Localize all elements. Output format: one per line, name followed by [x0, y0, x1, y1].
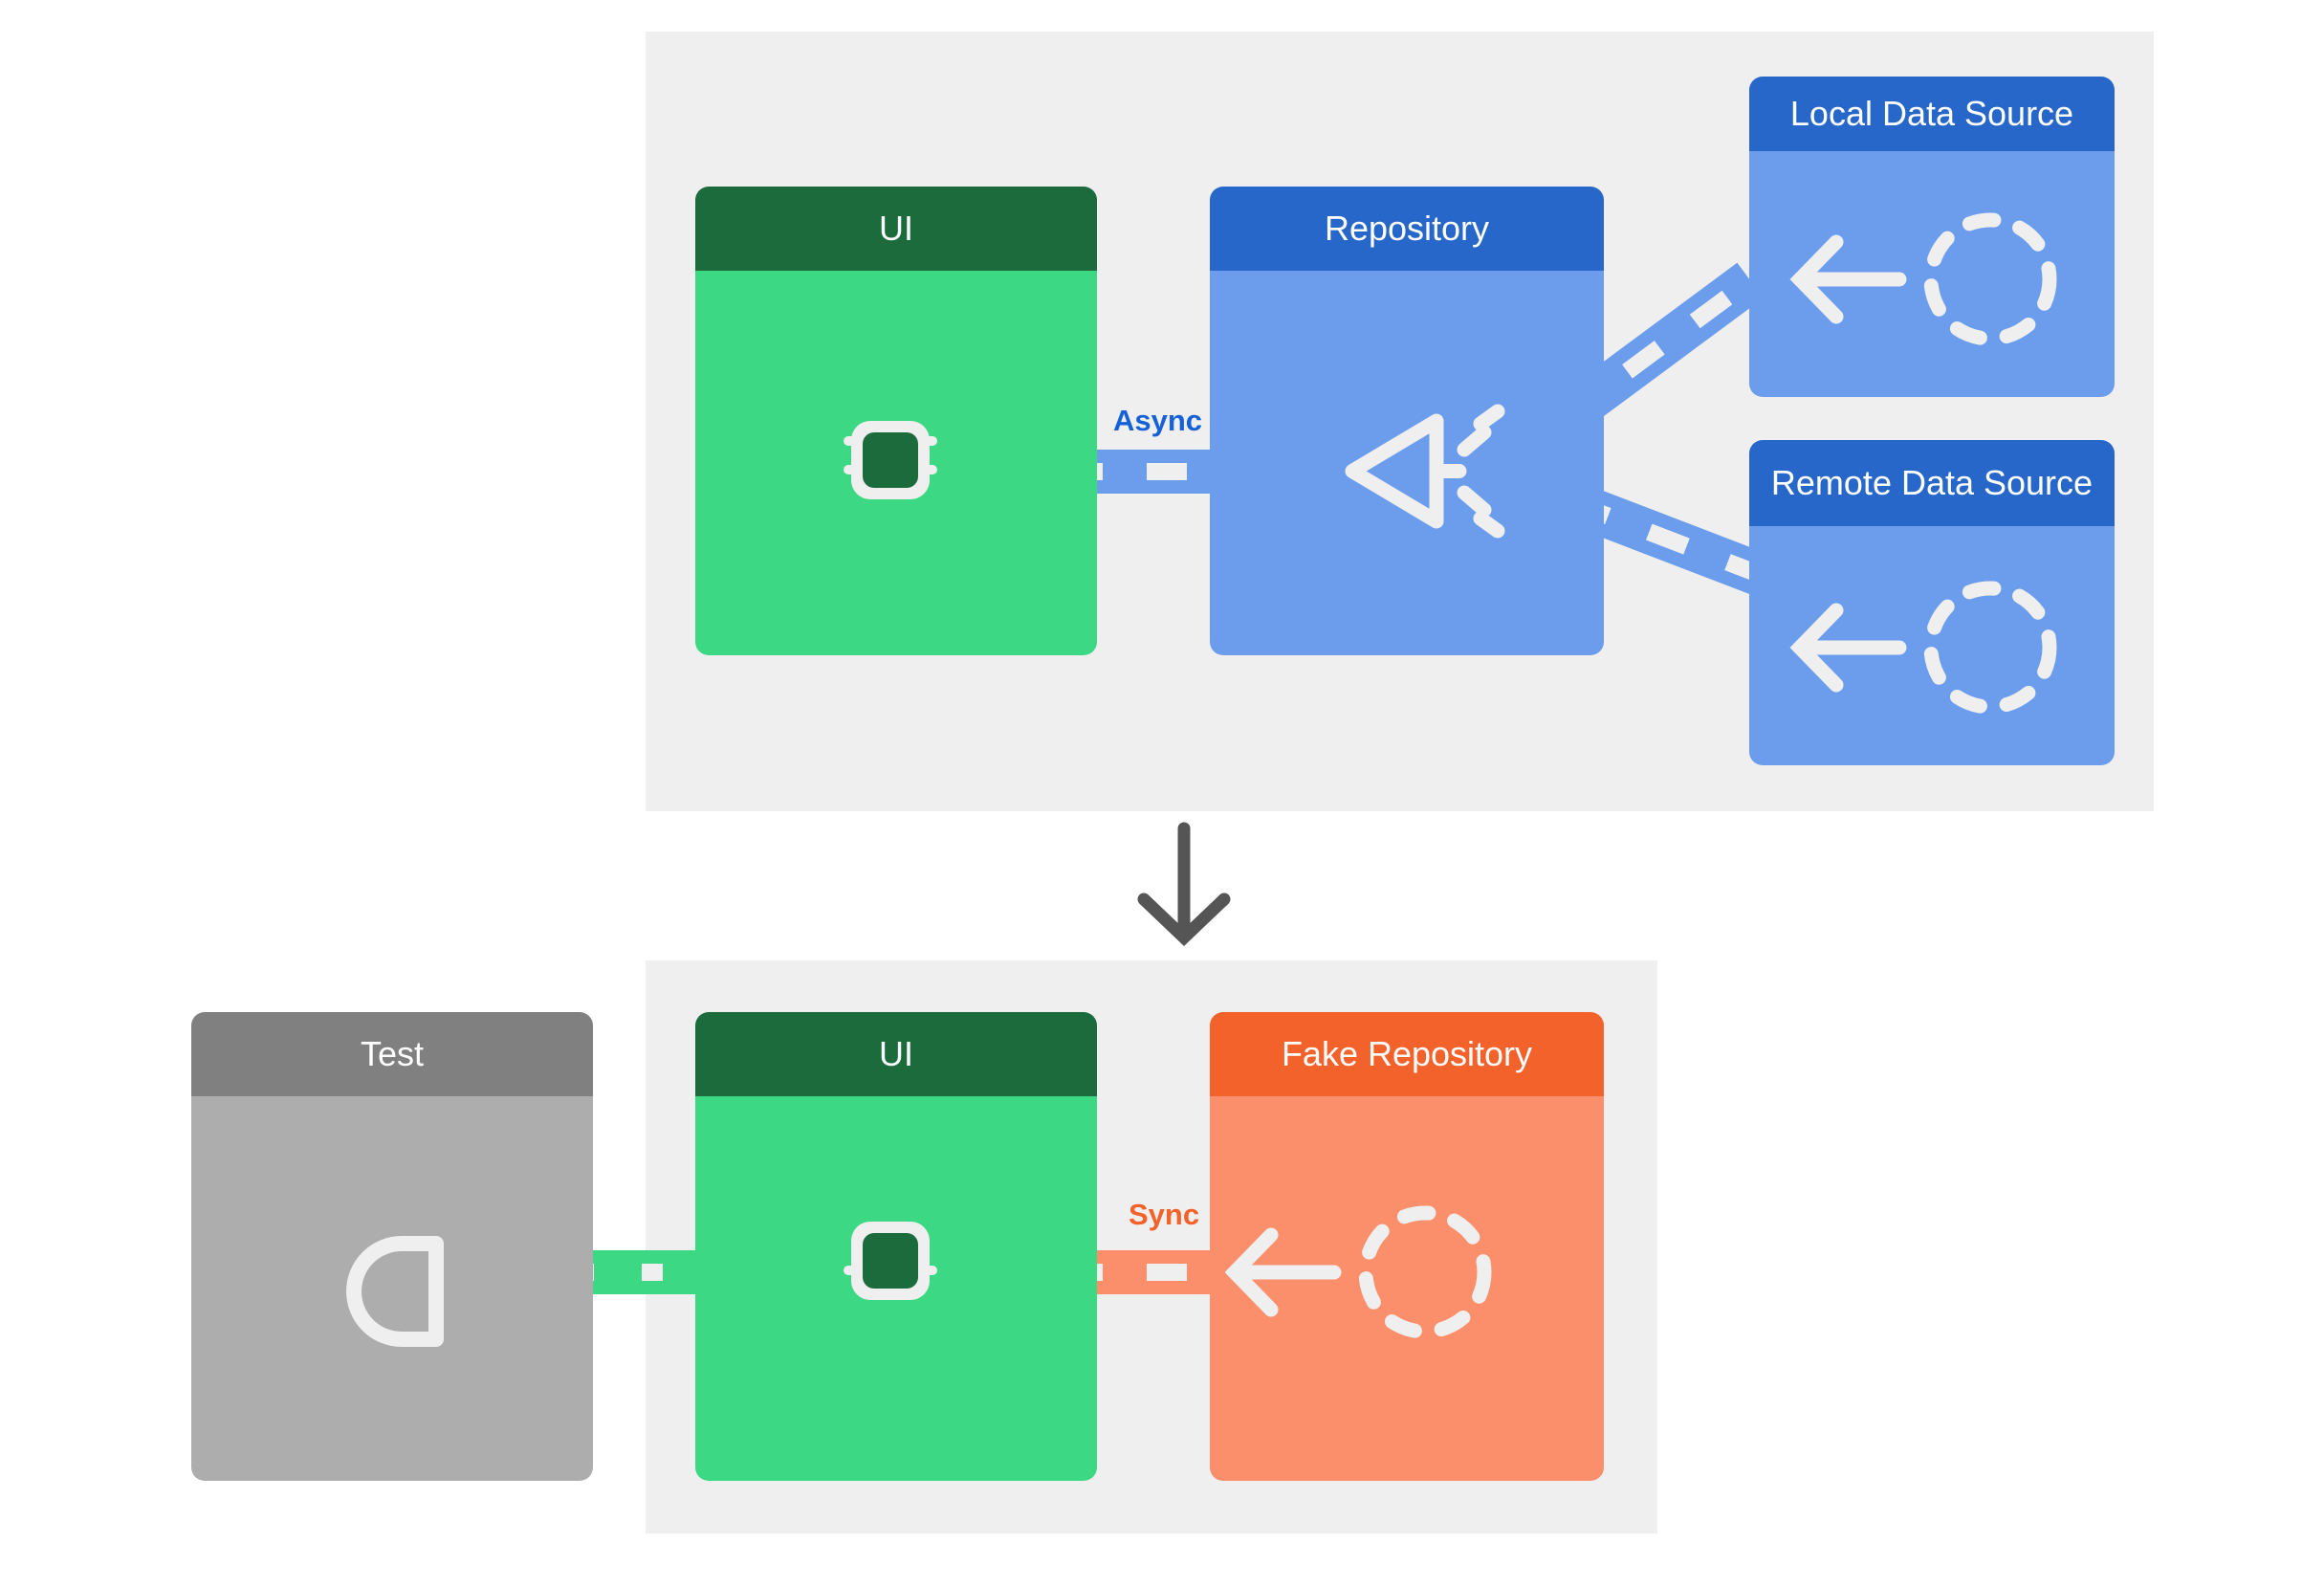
arrow-down-icon [1127, 822, 1241, 947]
card-fake-repository-body [1210, 1096, 1604, 1481]
card-repository[interactable]: Repository [1210, 187, 1604, 655]
card-remote-data-source-title: Remote Data Source [1749, 440, 2115, 526]
arrow-left-dashed-circle-icon [1789, 212, 2072, 346]
card-ui-top-title: UI [695, 187, 1097, 271]
play-fork-icon [1339, 404, 1505, 539]
card-test-body [191, 1096, 593, 1481]
card-test-title: Test [191, 1012, 593, 1096]
card-repository-body [1210, 271, 1604, 655]
card-fake-repository[interactable]: Fake Repository [1210, 1012, 1604, 1481]
card-fake-repository-title: Fake Repository [1210, 1012, 1604, 1096]
chip-icon [838, 1220, 943, 1325]
sync-label: Sync [1129, 1198, 1200, 1231]
arrow-left-dashed-circle-icon [1789, 581, 2072, 715]
socket-icon [346, 1236, 453, 1347]
async-label: Async [1113, 404, 1203, 437]
card-repository-title: Repository [1210, 187, 1604, 271]
arrow-left-dashed-circle-icon [1224, 1205, 1506, 1339]
card-ui-bottom-title: UI [695, 1012, 1097, 1096]
card-ui-top[interactable]: UI [695, 187, 1097, 655]
card-test[interactable]: Test [191, 1012, 593, 1481]
chip-icon [838, 419, 943, 524]
card-local-data-source-title: Local Data Source [1749, 77, 2115, 151]
